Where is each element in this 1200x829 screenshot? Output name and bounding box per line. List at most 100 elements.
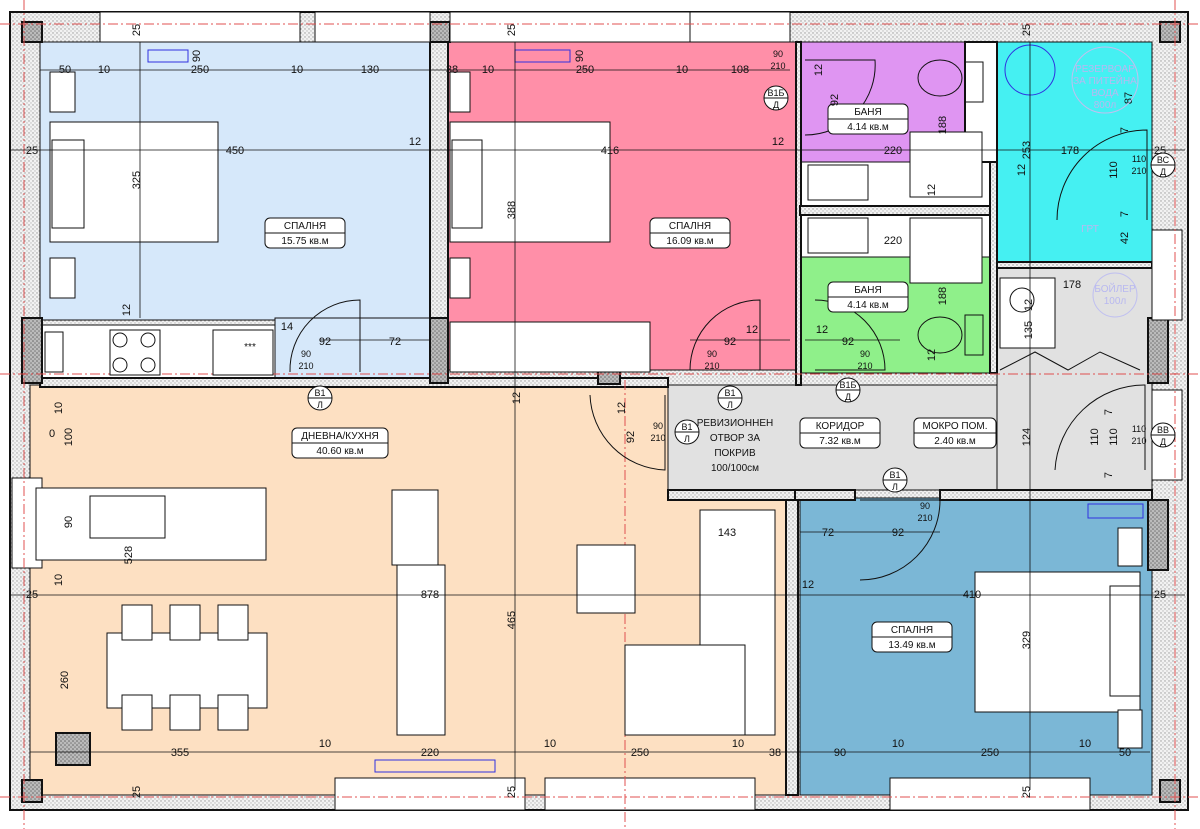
- room-label: БАНЯ 4.14 кв.м: [827, 103, 909, 135]
- dimension-label: 110: [1108, 428, 1120, 446]
- dimension-label: 12: [802, 579, 814, 591]
- door-side: Л: [684, 434, 690, 444]
- dimension-label: 130: [361, 64, 379, 76]
- tv-unit: [396, 564, 446, 736]
- coffee-table: [576, 544, 636, 614]
- dimension-label: 10: [892, 738, 904, 750]
- room-area: 13.49 кв.м: [888, 640, 935, 651]
- dimension-label: 12: [511, 392, 523, 404]
- dimension-label: 10: [53, 402, 65, 414]
- door-height: 210: [1131, 166, 1146, 176]
- stove-label: ***: [244, 342, 256, 353]
- boiler-label: БОЙЛЕР: [1094, 282, 1136, 295]
- dimension-label: 25: [506, 786, 518, 798]
- roof-opening-note: РЕВИЗИОННЕН: [697, 418, 774, 429]
- door-side: Л: [317, 400, 323, 410]
- door-width: 90: [653, 421, 663, 431]
- dimension-label: 329: [1021, 631, 1033, 649]
- dimension-label: 355: [171, 747, 189, 759]
- door-height: 210: [704, 361, 719, 371]
- dimension-label: 465: [506, 611, 518, 629]
- door-width: 110: [1132, 424, 1146, 434]
- dimension-label: 388: [506, 201, 518, 219]
- dimension-label: 250: [981, 747, 999, 759]
- door-width: 90: [301, 349, 311, 359]
- dimension-label: 10: [1079, 738, 1091, 750]
- door-width: 90: [707, 349, 717, 359]
- dimension-label: 38: [446, 64, 458, 76]
- door-height: 210: [1131, 436, 1146, 446]
- dimension-label: 92: [625, 431, 637, 443]
- dimension-label: 110: [1108, 161, 1120, 179]
- dimension-label: 450: [226, 145, 244, 157]
- furniture: [35, 71, 1143, 749]
- dimension-label: 10: [291, 64, 303, 76]
- door-type: В1Б: [840, 380, 857, 390]
- dimension-label: 10: [676, 64, 688, 76]
- room-name: БАНЯ: [854, 285, 881, 296]
- door-height: 210: [857, 361, 872, 371]
- dimension-label: 12: [616, 402, 628, 414]
- dimension-label: 50: [1119, 747, 1131, 759]
- dimension-label: 12: [746, 324, 758, 336]
- dimension-label: 124: [1021, 428, 1033, 446]
- dimension-label: 12: [1016, 164, 1028, 176]
- door-side: Д: [845, 392, 851, 402]
- dimension-label: 92: [829, 94, 841, 106]
- dimension-label: 38: [769, 747, 781, 759]
- dimension-label: 25: [1154, 589, 1166, 601]
- room-area: 4.14 кв.м: [847, 300, 889, 311]
- room-name: СПАЛНЯ: [669, 221, 711, 232]
- dimension-label: 25: [506, 24, 518, 36]
- door-side: Д: [1160, 167, 1166, 177]
- water-tank-label: ЗА ПИТЕЙНА: [1073, 74, 1137, 87]
- door-height: 210: [770, 61, 785, 71]
- dimension-label: 72: [822, 527, 834, 539]
- room-area: 40.60 кв.м: [316, 446, 363, 457]
- room-label: БАНЯ 4.14 кв.м: [827, 281, 909, 313]
- dimension-label: 878: [421, 589, 439, 601]
- dimension-label: 143: [718, 527, 736, 539]
- dimension-label: 10: [98, 64, 110, 76]
- door-tag: В1Б Д 90 210: [835, 349, 873, 403]
- room-name: СПАЛНЯ: [891, 625, 933, 636]
- dimension-label: 50: [59, 64, 71, 76]
- dimension-label: 12: [813, 64, 825, 76]
- room-area: 4.14 кв.м: [847, 122, 889, 133]
- door-type: В1Б: [768, 88, 785, 98]
- door-height: 210: [650, 433, 665, 443]
- dimension-label: 0: [49, 428, 55, 440]
- dimension-label: 10: [482, 64, 494, 76]
- door-height: 210: [298, 361, 313, 371]
- dimension-label: 90: [63, 516, 75, 528]
- room-name: БАНЯ: [854, 107, 881, 118]
- dimension-label: 7: [1119, 127, 1131, 133]
- dimension-label: 135: [1023, 321, 1035, 339]
- dimension-label: 108: [731, 64, 749, 76]
- room-label: КОРИДОР 7.32 кв.м: [799, 417, 881, 449]
- dimension-label: 14: [281, 321, 293, 333]
- dimension-label: 92: [319, 336, 331, 348]
- dimension-label: 250: [576, 64, 594, 76]
- boiler-label: 100л: [1104, 296, 1127, 307]
- dimension-label: 90: [191, 50, 203, 62]
- dimension-label: 25: [26, 589, 38, 601]
- dimension-label: 12: [1023, 299, 1035, 311]
- door-type: ВС: [1157, 155, 1170, 165]
- room-name: КОРИДОР: [816, 421, 865, 432]
- dimension-label: 260: [59, 671, 71, 689]
- room-name: СПАЛНЯ: [284, 221, 326, 232]
- dimension-label: 10: [544, 738, 556, 750]
- toilets: [112, 44, 1056, 373]
- room-area: 7.32 кв.м: [819, 436, 861, 447]
- door-width: 90: [860, 349, 870, 359]
- door-tag: В1Л 90 210: [650, 419, 700, 445]
- door-type: В1: [681, 422, 692, 432]
